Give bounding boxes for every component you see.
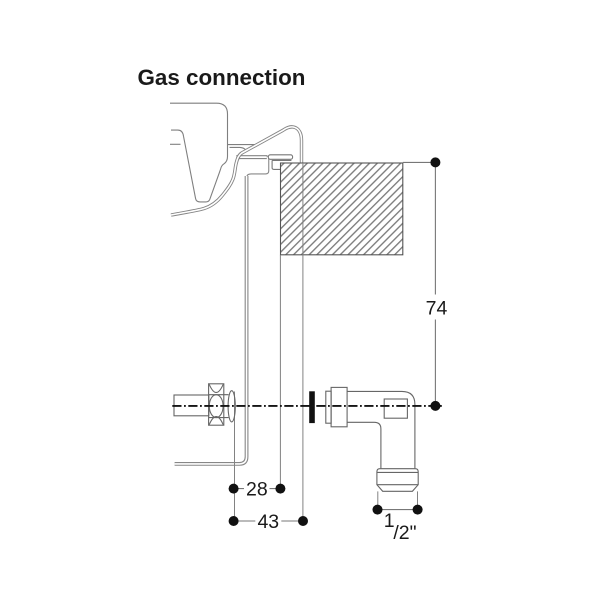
svg-text:28: 28 — [246, 478, 268, 500]
svg-text:43: 43 — [257, 511, 279, 533]
svg-text:1: 1 — [384, 510, 395, 532]
svg-text:Gas connection: Gas connection — [138, 65, 306, 90]
svg-text:/2": /2" — [393, 522, 416, 544]
svg-text:74: 74 — [426, 298, 448, 320]
